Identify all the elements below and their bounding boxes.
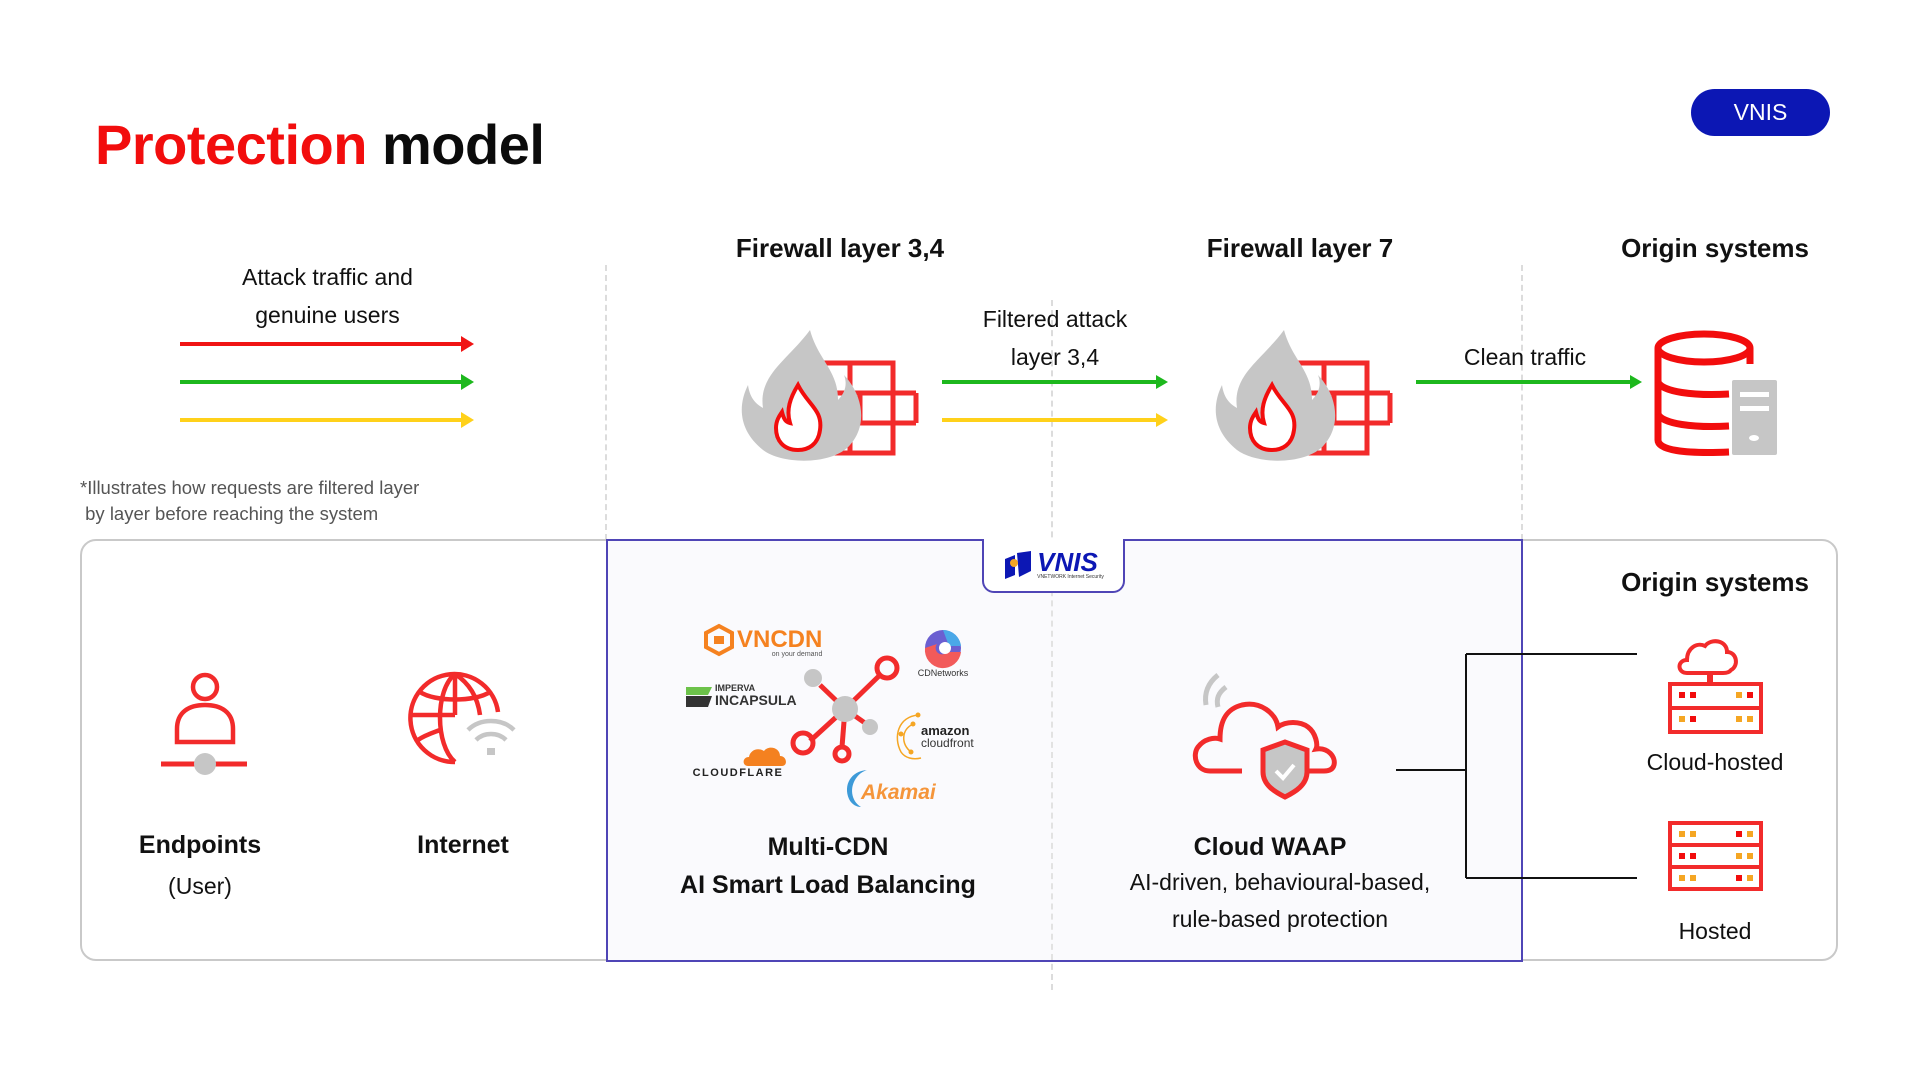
akamai-name: Akamai (861, 781, 936, 804)
origin-item-cloud-hosted: Cloud-hosted (1646, 749, 1784, 775)
load-balancer-hub-icon (790, 655, 900, 764)
cdnetworks-name: CDNetworks (917, 668, 969, 678)
cloudflare-logo-icon (743, 747, 786, 766)
footnote: *Illustrates how requests are filtered l… (80, 475, 419, 527)
origin-item-hosted: Hosted (1678, 918, 1752, 944)
clean-arrow (1416, 375, 1642, 389)
source-label-line1: Attack traffic and (242, 264, 413, 290)
vncdn-logo-icon (704, 623, 734, 657)
origin-connector (1396, 653, 1637, 879)
title-highlight: Protection (95, 113, 367, 176)
vnis-brand: VNIS (1037, 547, 1098, 577)
vnis-logo-icon (1005, 551, 1032, 579)
endpoints-subtitle: (User) (168, 873, 232, 899)
server-box (1732, 380, 1777, 455)
waap-desc-line2: rule-based protection (1171, 906, 1389, 932)
cloudfront-logo-icon (896, 712, 922, 760)
page-title: Protection model (95, 112, 545, 177)
cdn-provider-vncdn: VNCDN on your demand (704, 623, 823, 658)
firewall-icon (741, 330, 919, 461)
cdn-provider-imperva: IMPERVA INCAPSULA (686, 683, 797, 709)
cloudfront-name: amazon (921, 723, 970, 738)
filtered-arrows (942, 375, 1168, 427)
stage-firewall-l7-title: Firewall layer 7 (1206, 233, 1394, 263)
multicdn-title: Multi-CDN AI Smart Load Balancing (628, 828, 1028, 904)
filtered-label-line2: layer 3,4 (1010, 344, 1100, 370)
arrow-yellow (942, 413, 1168, 427)
source-arrows (180, 336, 474, 428)
arrow-yellow (180, 412, 474, 428)
divider-1 (605, 265, 607, 540)
cdn-provider-cloudflare: CLOUDFLARE (688, 745, 788, 779)
internet-title: Internet (417, 831, 509, 859)
waap-desc-line1: AI-driven, behavioural-based, (1129, 869, 1431, 895)
waap-description: AI-driven, behavioural-based, rule-based… (1080, 864, 1480, 938)
footnote-line1: *Illustrates how requests are filtered l… (80, 477, 420, 498)
waap-title: Cloud WAAP (1193, 833, 1347, 861)
multicdn-title-line2: AI Smart Load Balancing (680, 871, 976, 899)
title-rest: model (381, 113, 545, 176)
arrow-green (180, 374, 474, 390)
database-server-icon (1654, 330, 1777, 456)
clean-traffic-label: Clean traffic (1463, 344, 1587, 370)
arrow-green (942, 375, 1168, 389)
vncdn-name: VNCDN (737, 626, 823, 653)
vnis-tagline: VNETWORK Internet Security (1037, 574, 1104, 580)
cdnetworks-logo-icon (924, 629, 961, 669)
cloudfront-sub: cloudfront (921, 736, 974, 750)
database (1654, 330, 1754, 456)
multicdn-title-line1: Multi-CDN (767, 833, 889, 861)
endpoints-title: Endpoints (138, 831, 262, 859)
imperva-name: IMPERVA (715, 683, 756, 693)
flame-inner (1247, 380, 1297, 453)
source-label: Attack traffic and genuine users (180, 258, 475, 334)
filtered-label-line1: Filtered attack (982, 306, 1128, 332)
divider-3 (1521, 265, 1523, 540)
vncdn-tagline: on your demand (771, 651, 823, 658)
imperva-sub: INCAPSULA (715, 692, 797, 708)
hosted-server-icon (1668, 821, 1763, 891)
arrow-red (180, 336, 474, 352)
akamai-logo-icon (847, 770, 867, 807)
footnote-line2: by layer before reaching the system (80, 503, 379, 524)
stage-origin-title: Origin systems (1621, 233, 1809, 263)
cdn-provider-cdnetworks: CDNetworks (908, 628, 978, 678)
origin-systems-title: Origin systems (1621, 567, 1809, 597)
cloud-shield-icon (1192, 673, 1337, 800)
vnis-badge: VNIS (1691, 89, 1830, 136)
flame-inner (773, 380, 823, 453)
vnis-logo-tag: VNIS VNETWORK Internet Security (982, 539, 1125, 593)
vnis-inner-divider (1051, 560, 1053, 960)
firewall-icon (1215, 330, 1393, 461)
globe-wifi-icon (408, 671, 516, 765)
cdn-provider-cloudfront: amazon cloudfront (893, 712, 974, 762)
cdn-provider-akamai: Akamai (843, 767, 936, 807)
imperva-logo-icon (686, 687, 712, 707)
filtered-label: Filtered attack layer 3,4 (930, 300, 1180, 376)
source-label-line2: genuine users (255, 302, 400, 328)
user-endpoint-icon (161, 672, 247, 775)
stage-firewall-l34-title: Firewall layer 3,4 (735, 233, 945, 263)
cloud-server-icon (1668, 639, 1763, 734)
cloudflare-name: CLOUDFLARE (692, 767, 784, 779)
